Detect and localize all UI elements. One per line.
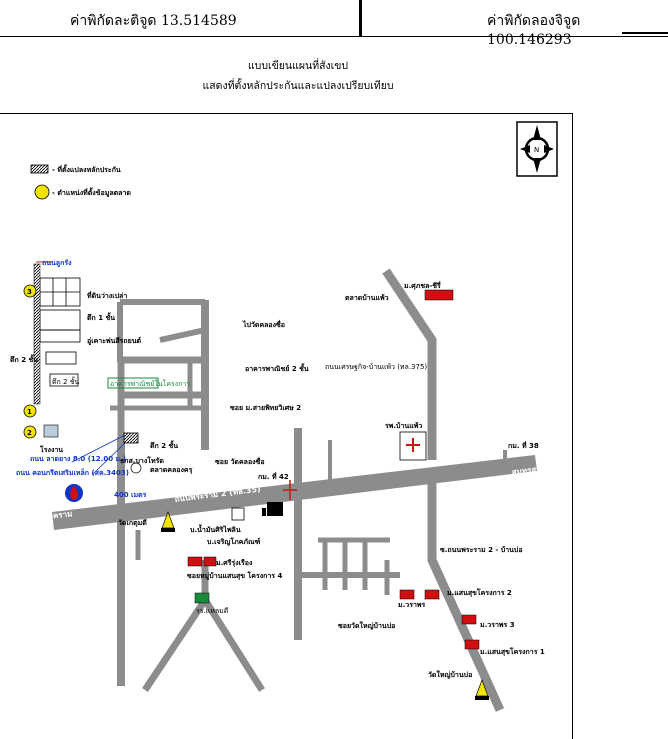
map-title-line1: แบบเขียนแผนที่สังเขป — [247, 60, 349, 72]
temple-icon — [161, 511, 175, 532]
road-blue2-label: ถนน คอนกรีตเสริมเหล็ก (สค.3403) — [16, 468, 129, 477]
nam-man-label: บ.น้ำมันศิริไพลิน — [190, 523, 241, 534]
header-divider — [359, 0, 362, 36]
bank-label: ธกส.บางโทรัด — [120, 456, 164, 465]
warak3-label: ม.วราพร 3 — [480, 621, 515, 629]
two-story-b-label: ตึก 2 ชั้น — [52, 375, 79, 386]
jaroen-label: บ.เจริญโภคภัณฑ์ — [207, 537, 260, 546]
vacant-land-label: ที่ดินว่างเปล่า — [87, 290, 128, 300]
house-icons — [187, 289, 480, 650]
legend-market-label: - ตำแหน่งที่ตั้งข้อมูลตลาด — [52, 186, 131, 198]
legend-parcel-label: - ที่ตั้งแปลงหลักประกัน — [52, 163, 121, 174]
market-legend-swatch — [34, 184, 50, 200]
wat-khok-label: วัดเกตุมดี — [118, 519, 147, 527]
marker-3-label: 3 — [27, 288, 32, 296]
warak-label: ม.วราพร — [398, 601, 426, 609]
map-frame — [0, 113, 573, 739]
saensuk2-label: ม.แสนสุขโครงการ 2 — [447, 588, 512, 597]
distance-label: 400 เมตร — [114, 491, 147, 499]
village1-label: ม.ศรีรุ่งเรือง — [216, 559, 253, 567]
temple-icon-2 — [475, 679, 489, 700]
soi-sai-label: ซอย ม.สายพิทยวิเศษ 2 — [230, 404, 301, 412]
green-project-label: อาคารพาณิชย์ในโครงการ — [110, 379, 190, 388]
compass-n-label: N — [534, 146, 539, 154]
legend: - ที่ตั้งแปลงหลักประกัน - ตำแหน่งที่ตั้ง… — [30, 163, 131, 200]
building-cluster — [39, 277, 81, 387]
gas-station-icon — [65, 484, 83, 502]
soi-wat-label: ซอย วัดคลองซื่อ — [215, 456, 265, 466]
to-temple-label: ไปวัดคลองซื่อ — [242, 319, 285, 329]
wat-yai-label: วัดใหญ่บ้านบ่อ — [428, 670, 472, 679]
km38-label: กม. ที่ 38 — [508, 440, 539, 450]
marker-1-label: 1 — [27, 408, 32, 416]
parcel-main — [123, 432, 139, 444]
factory-icon — [43, 424, 59, 438]
school-icon — [194, 592, 210, 604]
factory-label: โรงงาน — [39, 445, 63, 454]
soi-village-label: ซอยหมู่บ้านแสนสุข โครงการ 4 — [187, 571, 282, 581]
header-rule-accent — [622, 32, 668, 34]
coordinate-header: ค่าพิกัดละติจูด 13.514589 ค่าพิกัดลองจิจ… — [0, 0, 668, 48]
ban-phaeo-road-label: ถนนเศรษฐกิจ-บ้านแพ้ว (ทล.375) — [325, 363, 427, 371]
village-top-label: ม.ศุภชล-ชีรี่ — [404, 280, 441, 290]
marker-2-label: 2 — [27, 429, 32, 437]
hospital-label: รพ.บ้านแพ้ว — [385, 421, 422, 430]
road-top-left-label: ถนนลูกรัง — [42, 259, 72, 268]
saensuk1-label: ม.แสนสุขโครงการ 1 — [480, 647, 545, 656]
header-rule — [0, 36, 668, 37]
north-arrow-icon: N — [516, 121, 558, 177]
commercial-label: อาคารพาณิชย์ 2 ชั้น — [245, 362, 309, 373]
two-story-label: ตึก 2 ชั้น — [10, 353, 39, 364]
two-story-right-label: ตึก 2 ชั้น — [150, 439, 179, 450]
soi-wat-yai-label: ซอยวัดใหญ่บ้านบ่อ — [338, 621, 395, 630]
map-title-line2: แสดงที่ตั้งหลักประกันและแปลงเปรียบเทียบ — [202, 80, 394, 92]
one-story-label: ตึก 1 ชั้น — [87, 311, 116, 322]
parcel-legend-swatch — [30, 164, 49, 174]
factory-building-icon — [262, 502, 283, 516]
km42-label: กม. ที่ 42 — [258, 471, 289, 481]
parcel-strip-left — [33, 263, 41, 405]
latitude-label: ค่าพิกัดละติจูด 13.514589 — [70, 13, 237, 29]
market-ban-phaeo-label: ตลาดบ้านแพ้ว — [345, 293, 389, 302]
mini-mart-label: อู่เคาะพ่นสีรถยนต์ — [87, 336, 142, 346]
market-label: ตลาดคลองครุ — [150, 466, 193, 474]
rama2-banbo-label: ซ.ถนนพระราม 2 - บ้านบ่อ — [440, 545, 523, 554]
school-label: รร.แหลมดี — [196, 607, 228, 615]
